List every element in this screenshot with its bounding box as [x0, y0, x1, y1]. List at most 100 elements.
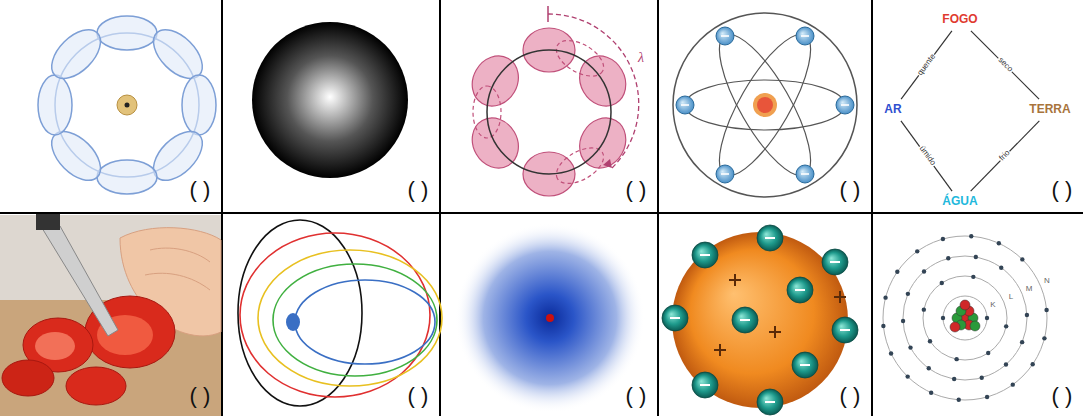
grid-lines-part — [439, 0, 441, 416]
answer-blank: ( ) — [840, 385, 861, 407]
thomson-model — [662, 225, 858, 415]
thomson-model-part-part — [732, 307, 758, 333]
tomato-photo-part — [35, 332, 75, 360]
shell-electron — [883, 295, 887, 299]
standing-wave-model — [463, 6, 638, 196]
shell-electron — [1004, 362, 1008, 366]
quality-line — [971, 31, 1039, 99]
shell-electron — [927, 366, 931, 370]
shell-electron — [997, 241, 1001, 245]
bohr-shell-model — [881, 234, 1049, 402]
thomson-model-part — [714, 274, 846, 356]
tomato-photo-part — [0, 215, 221, 416]
rutherford-model-part-part — [716, 165, 734, 183]
thomson-model-part-part — [670, 317, 680, 319]
bohr-shell-model-part-part — [943, 296, 987, 340]
sommerfeld-model-part — [286, 313, 300, 331]
answer-blank: ( ) — [190, 385, 211, 407]
shell-electron — [985, 395, 989, 399]
shell-letter: M — [1026, 285, 1033, 293]
de-broglie-model-part — [38, 16, 216, 194]
bohr-shell-model-part-part — [923, 276, 1007, 360]
shell-electron — [985, 316, 989, 320]
tomato-photo — [0, 214, 221, 416]
shell-electron — [901, 319, 905, 323]
rutherford-model-part — [753, 93, 777, 117]
shell-electron — [969, 234, 973, 238]
shell-electron — [974, 255, 978, 259]
standing-wave-model-part — [603, 159, 612, 168]
shell-electron — [889, 351, 893, 355]
rutherford-model-part-part — [841, 104, 849, 106]
rutherford-model — [673, 13, 857, 197]
de-broglie-model-part — [125, 103, 130, 108]
standing-wave-model-part — [473, 33, 610, 191]
thomson-model-part-part — [830, 261, 840, 263]
rutherford-model-part — [681, 36, 849, 174]
element-word: TERRA — [1027, 102, 1072, 118]
answer-blank: ( ) — [840, 179, 861, 201]
thomson-model-part-part — [832, 317, 858, 343]
rutherford-model-part — [757, 97, 773, 113]
rutherford-model-part-part — [676, 96, 694, 114]
shell-electron — [1044, 308, 1048, 312]
shell-electron — [908, 345, 912, 349]
answer-blank: ( ) — [1052, 179, 1073, 201]
shell-letter: N — [1044, 277, 1050, 285]
element-word: AR — [882, 102, 903, 118]
answer-blank: ( ) — [408, 385, 429, 407]
shell-electron — [929, 390, 933, 394]
shell-electron — [941, 316, 945, 320]
standing-wave-model-part — [463, 28, 634, 196]
wavelength-symbol: λ — [638, 51, 644, 65]
dalton-sphere-part — [252, 22, 408, 178]
answer-blank: ( ) — [626, 385, 647, 407]
sommerfeld-model-part — [295, 280, 435, 364]
shell-electron — [915, 249, 919, 253]
de-broglie-model-part-part — [182, 75, 216, 135]
rutherford-model-part — [673, 13, 857, 197]
thomson-model-part-part — [734, 274, 736, 286]
bohr-shell-model-part — [950, 300, 980, 332]
rutherford-model-part-part — [796, 27, 814, 45]
tomato-photo-part — [2, 360, 54, 396]
tomato-photo-part — [66, 367, 126, 405]
shell-electron — [1011, 382, 1015, 386]
shell-electron — [1042, 336, 1046, 340]
bohr-shell-model-part-part — [960, 300, 970, 310]
electron-cloud-model — [455, 223, 645, 413]
sommerfeld-model-part — [273, 264, 437, 376]
quality-label: quente — [915, 52, 938, 78]
de-broglie-model — [38, 16, 216, 194]
rutherford-model-part-part — [801, 173, 809, 175]
sommerfeld-model — [238, 220, 442, 406]
rutherford-model-part-part — [716, 27, 734, 45]
shell-letter: K — [990, 301, 995, 309]
shell-letter: L — [1009, 293, 1013, 301]
tomato-photo-part — [145, 273, 210, 290]
shell-electron — [906, 292, 910, 296]
shell-electron — [922, 269, 926, 273]
shell-electron — [952, 377, 956, 381]
thomson-model-part-part — [700, 384, 710, 386]
bohr-shell-model-part — [883, 236, 1047, 400]
thomson-model-part-part — [795, 289, 805, 291]
shell-electron — [946, 256, 950, 260]
shell-electrons — [881, 234, 1049, 402]
rutherford-model-part-part — [801, 35, 809, 37]
de-broglie-model-part-part — [43, 21, 109, 87]
shell-electron — [1020, 257, 1024, 261]
thomson-model-part-part — [757, 225, 783, 251]
element-word: ÁGUA — [940, 194, 979, 210]
bohr-shell-model-part-part — [970, 321, 980, 331]
de-broglie-model-part — [117, 95, 137, 115]
thomson-model-part-part — [700, 254, 710, 256]
shell-electron — [954, 357, 958, 361]
standing-wave-model-part — [487, 50, 611, 174]
shell-electron — [1030, 362, 1034, 366]
shell-electron — [881, 324, 885, 328]
shell-electron — [928, 339, 932, 343]
electron-cloud-model-part — [546, 314, 554, 322]
